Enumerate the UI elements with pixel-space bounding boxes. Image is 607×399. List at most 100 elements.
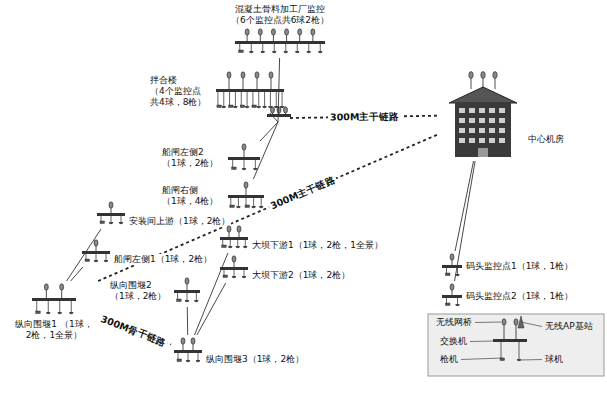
link-line [270, 113, 278, 122]
camera-pole [245, 240, 246, 246]
wireless-bridge [94, 240, 98, 246]
site-label: 安装间上游（1球，2枪） [128, 216, 231, 227]
legend-box [428, 314, 604, 376]
camera-cluster [173, 337, 203, 365]
bridge-pole [495, 78, 496, 89]
gun-camera [446, 273, 451, 276]
camera-pole [457, 268, 458, 274]
gun-camera [177, 299, 182, 302]
site-label: 拌合楼 （4个监控点 共4球，8枪） [149, 75, 213, 108]
camera-pole [59, 301, 60, 312]
camera-cluster [227, 181, 265, 211]
building-window [469, 118, 475, 123]
gun-camera [223, 275, 228, 278]
switch [216, 89, 284, 92]
camera-pole [106, 254, 107, 260]
dome-camera [242, 168, 246, 170]
hub-bridges [267, 107, 291, 117]
gun-camera [240, 105, 245, 108]
camera-pole [36, 301, 37, 312]
bridge-pole [286, 35, 287, 41]
link-line [195, 253, 228, 335]
dome-camera [261, 51, 265, 53]
building-window [469, 138, 475, 143]
switch [220, 267, 248, 270]
site-node: 船闸右侧 （1球，4枪） [160, 180, 266, 212]
leader-line [521, 322, 542, 327]
camera-pole [274, 44, 275, 51]
building-window [499, 128, 505, 133]
site-node: 船闸左侧2 （1球，2枪） [160, 142, 262, 174]
bridge-pole [229, 232, 230, 237]
switch [235, 41, 325, 44]
camera-pole [262, 44, 263, 51]
site-label: 大坝下游2（1球，2枪） [251, 270, 351, 281]
backbone-link [290, 116, 439, 118]
dome-camera [259, 206, 263, 208]
building-window [479, 118, 485, 123]
site-node: 纵向围堰1 （1球，2枪，1全景） [6, 282, 102, 342]
wireless-bridge [245, 29, 249, 35]
leader-line [461, 358, 503, 360]
dome-camera [186, 360, 190, 362]
building-window [459, 108, 465, 113]
backbone-link [98, 134, 439, 281]
gun-camera [36, 311, 41, 314]
wireless-bridge [450, 254, 454, 260]
dome-camera [69, 312, 73, 314]
bridge-pole [260, 35, 261, 41]
dome-camera [236, 206, 240, 208]
site-node: 码头监控点2（1球，1枪） [440, 282, 575, 310]
bridge-pole [239, 232, 240, 237]
site-node: 安装间上游（1球，2枪） [95, 200, 232, 228]
site-label: 船闸右侧 （1球，4枪） [161, 185, 225, 207]
site-node: 纵向围堰2 （1球，2枪） [108, 276, 202, 306]
link-label: 300M骨干链路 [97, 312, 169, 348]
camera-pole [229, 92, 230, 106]
wireless-bridge [284, 107, 288, 113]
bridge-pole [234, 262, 235, 267]
dome-camera [318, 51, 322, 53]
camera-pole [457, 298, 458, 304]
bridge-pole [312, 35, 313, 41]
leader-line [475, 322, 501, 324]
site-label: 混凝土骨料加工厂监控 （6个监控点共6球2枪） [229, 4, 331, 26]
switch [493, 339, 527, 342]
dome-camera [104, 260, 108, 262]
camera-pole [252, 92, 253, 106]
leader-line [470, 341, 494, 343]
gun-camera [252, 105, 256, 108]
camera-pole [223, 92, 224, 106]
camera-pole [264, 92, 265, 106]
dome-camera [268, 106, 272, 108]
dome-camera [262, 106, 266, 108]
site-node: 码头监控点1（1球，1枪） [440, 252, 575, 280]
building-window [489, 108, 495, 113]
camera-pole [237, 240, 238, 246]
switch [32, 298, 76, 301]
link-label: 300M主干链路 [267, 173, 339, 212]
wireless-bridge [237, 226, 241, 232]
bridge-pole [246, 188, 247, 195]
dome-camera [307, 51, 311, 53]
legend-label: 无线AP基站 [545, 321, 593, 332]
dome-camera [232, 276, 236, 278]
wireless-bridge [514, 319, 518, 325]
gun-camera [217, 105, 222, 108]
camera-pole [255, 160, 256, 168]
bridge-pole [46, 290, 47, 298]
building-window [499, 108, 505, 113]
building-window [459, 128, 465, 133]
legend-label: 枪机 [440, 354, 458, 365]
wireless-bridge [450, 284, 454, 290]
dome-camera [119, 222, 123, 224]
building-window [489, 138, 495, 143]
camera-pole [238, 198, 239, 206]
dome-camera [249, 51, 253, 53]
camera-pole [244, 270, 245, 276]
camera-cluster [227, 143, 261, 173]
site-node: 船闸左侧1（1球，2枪） [80, 238, 214, 266]
backbone-link [103, 319, 171, 345]
